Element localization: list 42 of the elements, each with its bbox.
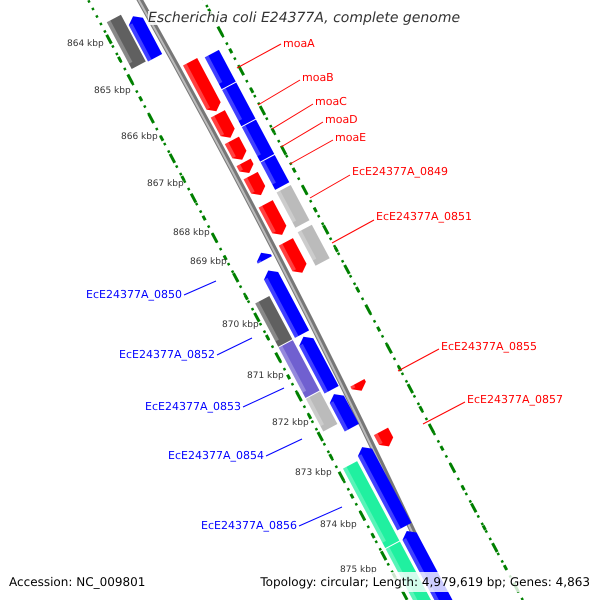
gene-label: EcE24377A_0853 [145,401,241,412]
gene-label: EcE24377A_0851 [376,211,472,222]
gene-label: moaC [315,96,347,107]
scale-label: 871 kbp [247,372,284,381]
leader-line [184,280,216,296]
gene-label: moaB [302,72,334,83]
gene-label: EcE24377A_0854 [168,450,264,461]
leader-line [258,80,300,106]
leader-line [242,388,284,408]
gene-label: EcE24377A_0855 [441,341,537,352]
gene-label: EcE24377A_0852 [119,349,215,360]
scale-label: 864 kbp [67,40,104,49]
leader-line [298,506,342,526]
gene-label: EcE24377A_0856 [201,520,297,531]
title: Escherichia coli E24377A, complete genome [148,11,460,25]
leader-line [266,438,302,456]
scale-label: 869 kbp [190,258,227,267]
gene-label: moaA [283,38,315,49]
accession-text: Accession: NC_009801 [9,576,146,588]
leader-line [216,338,252,356]
leader-line [280,122,324,148]
leader-line [332,220,374,244]
scale-label: 874 kbp [320,521,357,530]
leader-line [398,348,440,372]
gene-label: EcE24377A_0849 [352,166,448,177]
gene-label: EcE24377A_0850 [86,289,182,300]
scale-label: 865 kbp [94,87,131,96]
scale-label: 872 kbp [272,419,309,428]
gene-label: moaE [335,132,366,143]
scale-label: 866 kbp [121,133,158,142]
scale-label: 875 kbp [340,566,377,575]
scale-label: 873 kbp [295,469,332,478]
gene-label: EcE24377A_0857 [467,394,563,405]
scale-label: 867 kbp [147,180,184,189]
scale-label: 870 kbp [222,321,259,330]
leader-line [290,140,334,164]
leader-line [422,402,466,424]
leader-line [236,44,282,68]
leader-line [272,104,314,130]
leader-line [310,174,350,198]
scale-label: 868 kbp [173,229,210,238]
gene-label: moaD [325,114,358,125]
